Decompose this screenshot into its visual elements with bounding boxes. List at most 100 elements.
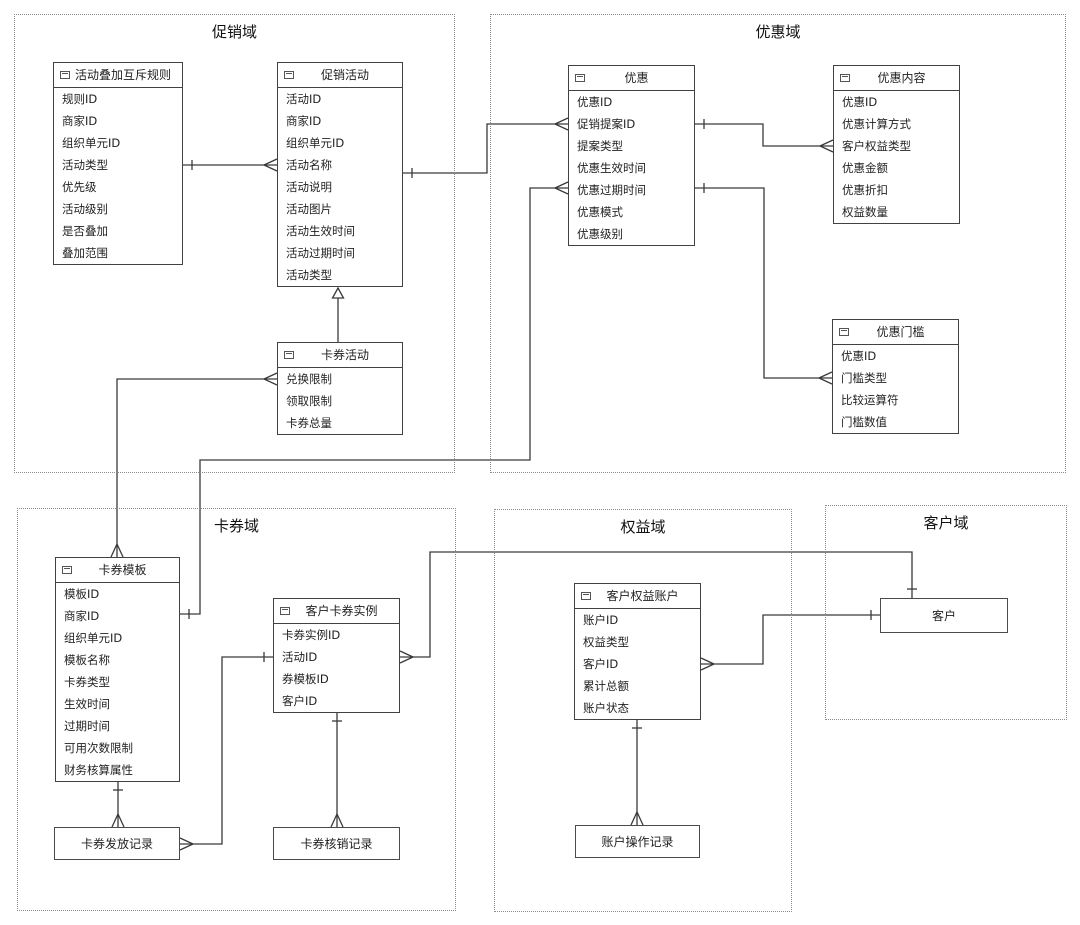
entity-title: 客户卡券实例 <box>305 604 378 619</box>
entity-field: 活动级别 <box>62 201 108 216</box>
entity-field: 财务核算属性 <box>64 762 133 777</box>
collapse-icon-bar <box>583 593 589 595</box>
entity-field: 是否叠加 <box>62 223 108 238</box>
entity-header-activity-stacking-rule: 活动叠加互斥规则 <box>54 63 182 88</box>
collapse-icon[interactable] <box>62 565 72 574</box>
entity-title: 卡券活动 <box>320 348 369 363</box>
entity-field: 兑换限制 <box>286 371 332 386</box>
entity-field: 优惠ID <box>577 94 613 109</box>
entity-field: 账户状态 <box>583 700 629 715</box>
entity-field: 提案类型 <box>577 138 623 153</box>
collapse-icon-bar <box>842 75 848 77</box>
entity-field: 活动生效时间 <box>286 223 355 238</box>
entity-title: 卡券模板 <box>98 563 147 578</box>
entity-field: 累计总额 <box>583 678 629 693</box>
entity-header-promotion-activity: 促销活动 <box>278 63 402 88</box>
collapse-icon-bar <box>64 567 70 569</box>
entity-discount-threshold[interactable]: 优惠门槛优惠ID 门槛类型比较运算符门槛数值 <box>832 319 959 434</box>
entity-customer-benefit-account[interactable]: 客户权益账户账户ID 权益类型客户ID 累计总额账户状态 <box>574 583 701 720</box>
collapse-icon-bar <box>62 72 68 74</box>
domain-label-customer: 客户域 <box>923 514 969 532</box>
collapse-icon-bar <box>286 72 292 74</box>
entity-field: 组织单元ID <box>64 630 123 645</box>
collapse-icon[interactable] <box>839 327 849 336</box>
domain-label-promotion: 促销域 <box>211 23 258 41</box>
collapse-icon-bar <box>282 608 288 610</box>
domain-benefit <box>494 509 792 912</box>
entity-field: 活动过期时间 <box>286 245 355 260</box>
collapse-icon-bar <box>286 352 292 354</box>
entity-field: 券模板ID <box>282 671 329 686</box>
collapse-icon[interactable] <box>581 591 591 600</box>
box-coupon-redeem-record[interactable]: 卡券核销记录 <box>273 827 400 860</box>
entity-header-customer-benefit-account: 客户权益账户 <box>575 584 700 609</box>
entity-field: 模板ID <box>64 586 100 601</box>
collapse-icon-bar <box>841 329 847 331</box>
entity-header-customer-coupon-instance: 客户卡券实例 <box>274 599 399 624</box>
entity-field: 优惠计算方式 <box>842 116 911 131</box>
entity-title: 活动叠加互斥规则 <box>74 68 171 83</box>
entity-field: 账户ID <box>583 612 619 627</box>
domain-label-coupon: 卡券域 <box>213 517 260 535</box>
collapse-icon[interactable] <box>284 350 294 359</box>
entity-field: 门槛数值 <box>841 414 887 429</box>
entity-field: 生效时间 <box>64 696 110 711</box>
entity-title: 优惠 <box>624 71 649 86</box>
entity-field: 模板名称 <box>64 652 110 667</box>
entity-header-coupon-template: 卡券模板 <box>56 558 179 583</box>
entity-field: 活动类型 <box>286 267 332 282</box>
entity-field: 门槛类型 <box>841 370 887 385</box>
entity-field: 客户ID <box>583 656 619 671</box>
entity-field: 比较运算符 <box>841 392 899 407</box>
entity-field: 优惠级别 <box>577 226 623 241</box>
entity-field: 优惠模式 <box>577 204 623 219</box>
domain-discount <box>490 14 1066 473</box>
entity-field: 优惠生效时间 <box>577 160 646 175</box>
entity-field: 优惠ID <box>841 348 877 363</box>
entity-title: 促销活动 <box>320 68 369 83</box>
collapse-icon[interactable] <box>284 70 294 79</box>
entity-field: 活动ID <box>286 91 322 106</box>
domain-label-benefit: 权益域 <box>620 518 666 536</box>
entity-field: 权益类型 <box>583 634 629 649</box>
entity-field: 组织单元ID <box>62 135 121 150</box>
entity-field: 卡券总量 <box>286 415 332 430</box>
entity-field: 活动名称 <box>286 157 332 172</box>
entity-header-discount: 优惠 <box>569 66 694 91</box>
entity-field: 活动ID <box>282 649 318 664</box>
domain-customer <box>825 505 1067 720</box>
entity-field: 活动图片 <box>286 201 332 216</box>
box-account-operation-record[interactable]: 账户操作记录 <box>575 825 700 858</box>
entity-field: 卡券实例ID <box>282 627 341 642</box>
entity-field: 过期时间 <box>64 718 110 733</box>
domain-label-discount: 优惠域 <box>755 23 801 41</box>
collapse-icon[interactable] <box>60 70 70 79</box>
entity-field: 商家ID <box>286 113 322 128</box>
entity-field: 优先级 <box>62 179 97 194</box>
entity-field: 商家ID <box>64 608 100 623</box>
entity-field: 权益数量 <box>842 204 888 219</box>
entity-field: 优惠过期时间 <box>577 182 646 197</box>
entity-title: 优惠门槛 <box>876 325 925 340</box>
box-customer[interactable]: 客户 <box>880 598 1008 633</box>
box-coupon-issue-record[interactable]: 卡券发放记录 <box>54 827 180 860</box>
entity-coupon-activity[interactable]: 卡券活动兑换限制领取限制卡券总量 <box>277 342 403 435</box>
domain-coupon <box>17 508 456 911</box>
collapse-icon[interactable] <box>575 73 585 82</box>
entity-header-coupon-activity: 卡券活动 <box>278 343 402 368</box>
collapse-icon[interactable] <box>280 606 290 615</box>
entity-field: 卡券类型 <box>64 674 110 689</box>
entity-field: 叠加范围 <box>62 245 108 260</box>
entity-field: 组织单元ID <box>286 135 345 150</box>
entity-field: 领取限制 <box>286 393 332 408</box>
entity-title: 优惠内容 <box>877 71 926 86</box>
entity-header-discount-content: 优惠内容 <box>834 66 959 91</box>
collapse-icon[interactable] <box>840 73 850 82</box>
